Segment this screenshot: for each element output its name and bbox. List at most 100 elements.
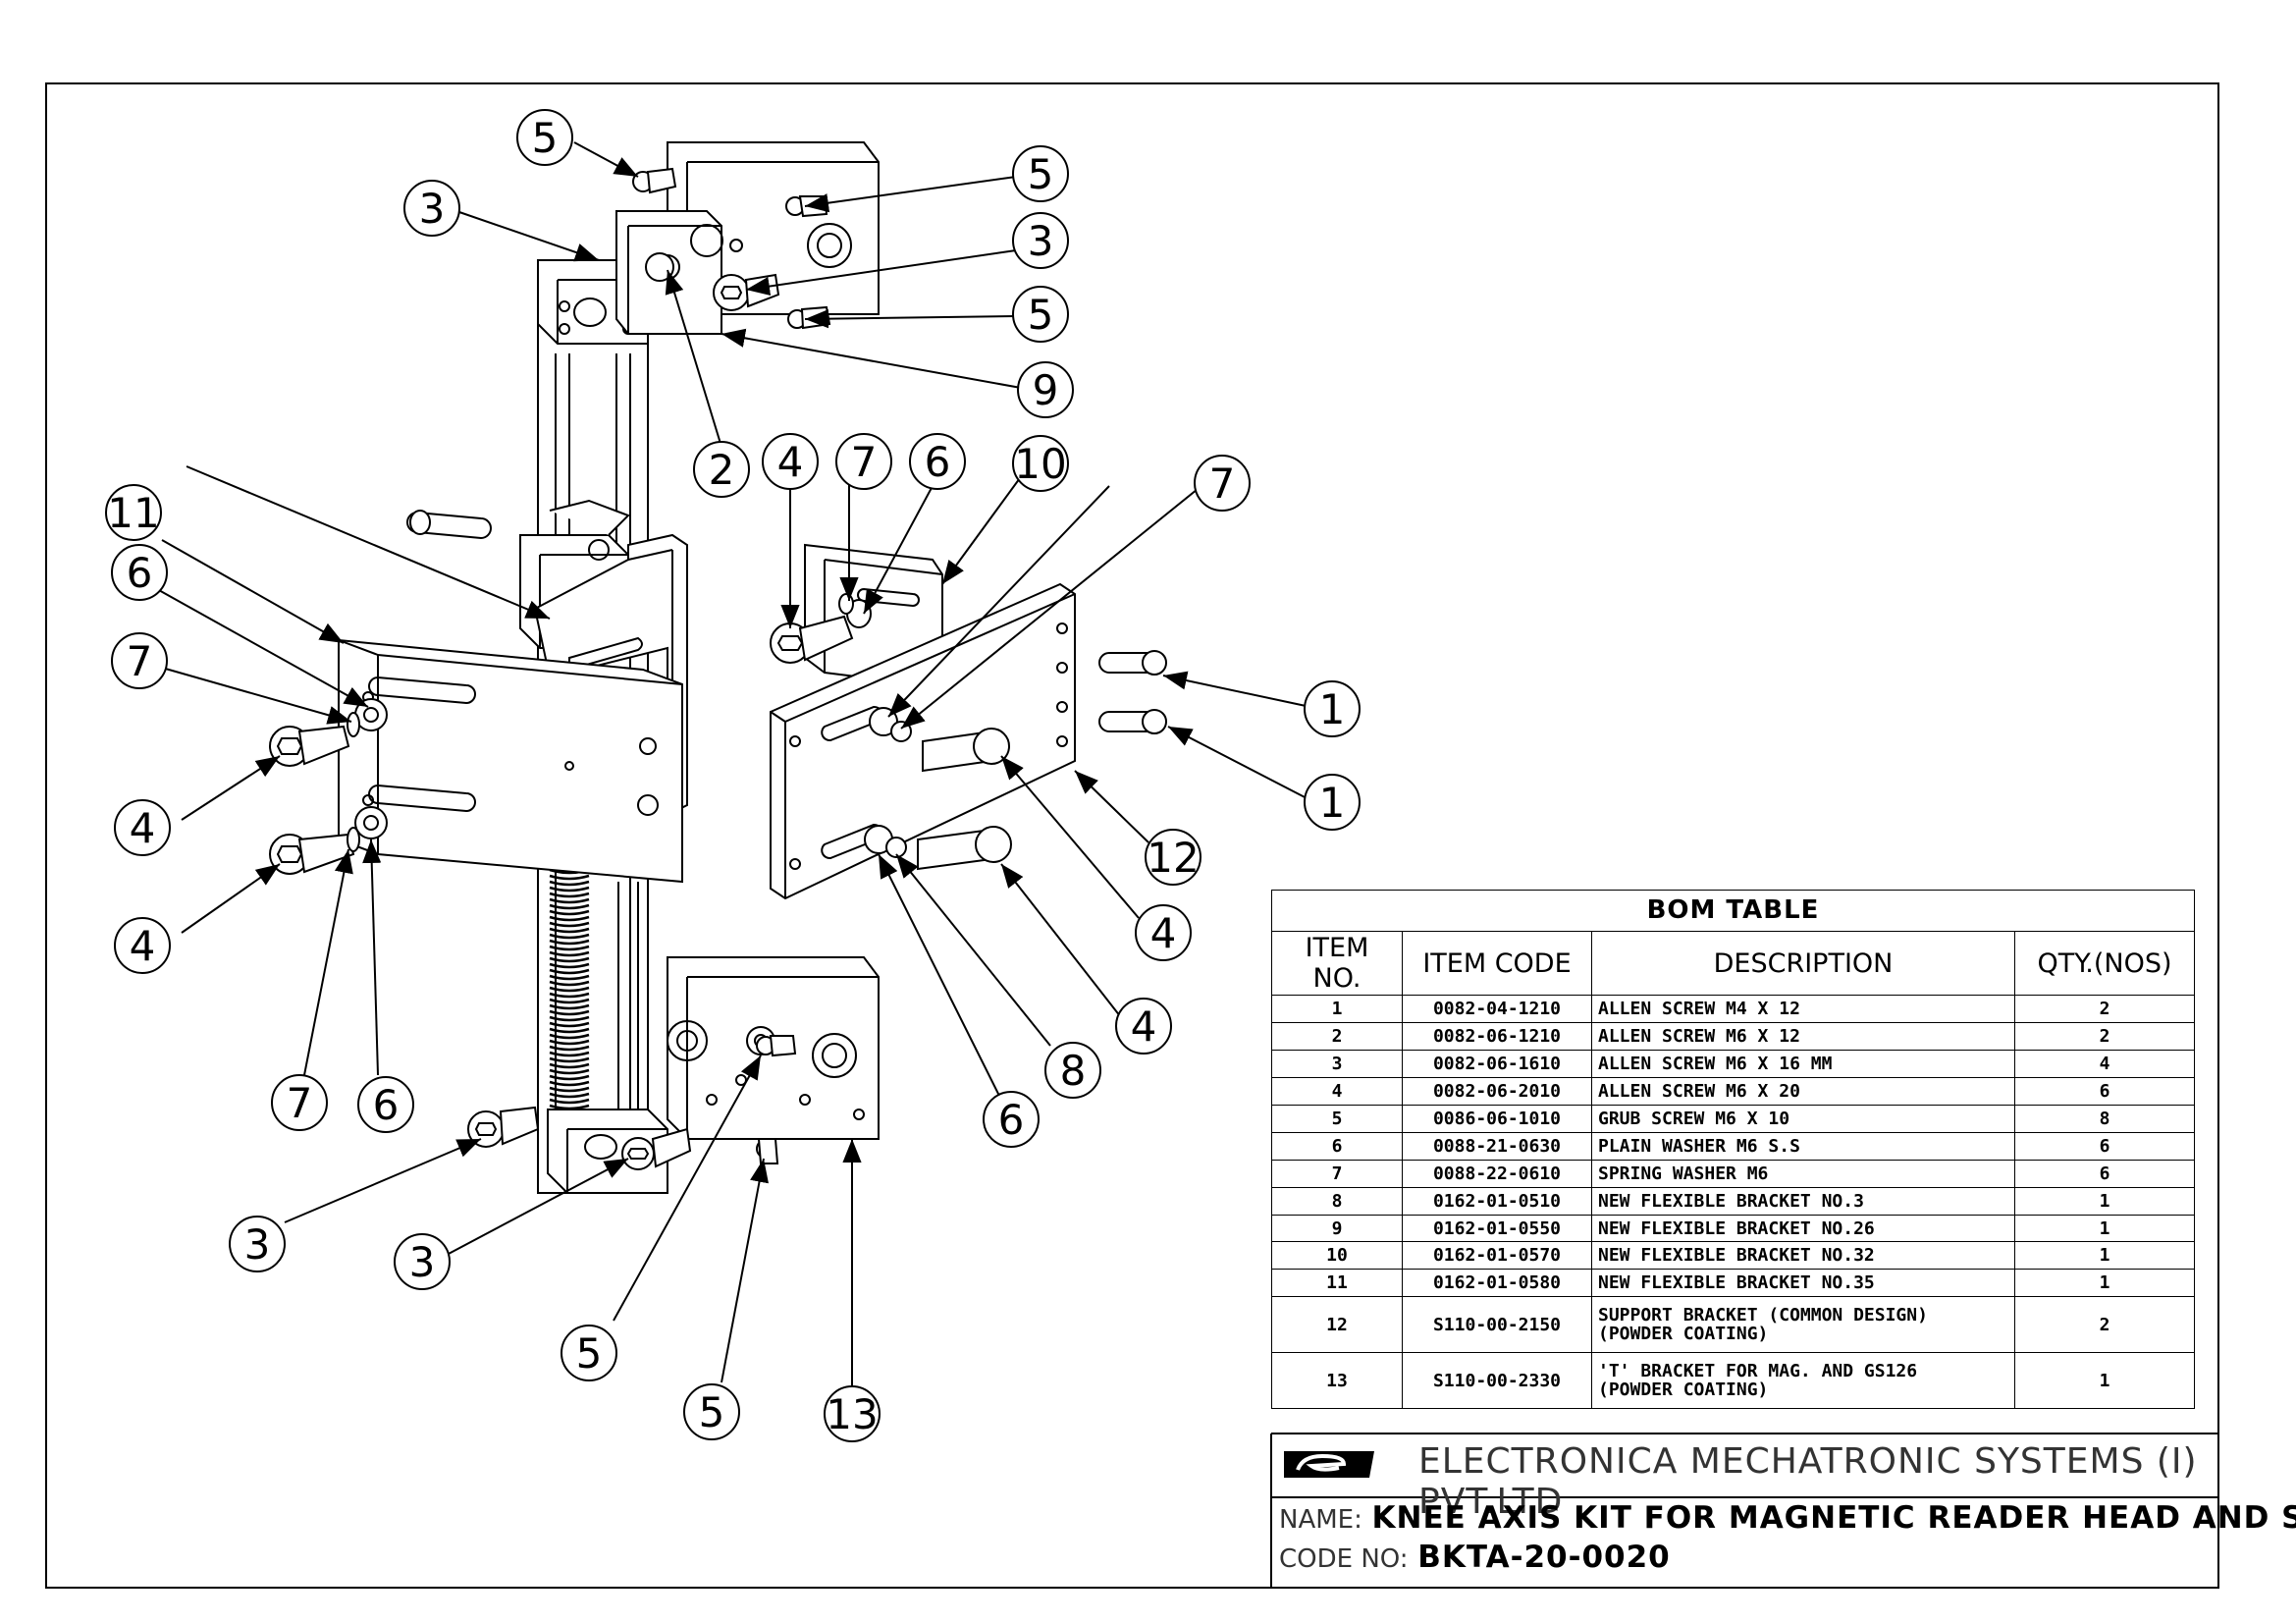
balloon: 13 — [824, 1385, 881, 1442]
svg-text:5: 5 — [576, 1329, 603, 1378]
balloon: 5 — [1012, 286, 1069, 343]
bom-qty: 4 — [2014, 1050, 2195, 1079]
balloon: 4 — [114, 917, 171, 974]
balloon: 6 — [909, 433, 966, 490]
svg-text:8: 8 — [1060, 1047, 1087, 1095]
svg-text:7: 7 — [127, 637, 153, 685]
balloon: 7 — [271, 1074, 328, 1131]
bom-qty: 1 — [2014, 1186, 2195, 1216]
bom-item-code: 0082-04-1210 — [1402, 995, 1592, 1024]
bom-item-code: 0088-22-0610 — [1402, 1159, 1592, 1188]
balloon: 3 — [403, 180, 460, 237]
bom-item-no: 13 — [1271, 1352, 1403, 1409]
bom-item-no: 1 — [1271, 995, 1403, 1024]
bom-description: ALLEN SCREW M6 X 20 — [1591, 1077, 2015, 1107]
balloon: 4 — [1135, 904, 1192, 961]
balloon: 6 — [983, 1091, 1040, 1148]
balloon: 8 — [1044, 1042, 1101, 1099]
balloon: 5 — [561, 1325, 617, 1381]
bom-qty: 6 — [2014, 1159, 2195, 1188]
bom-qty: 2 — [2014, 1296, 2195, 1354]
bom-description: NEW FLEXIBLE BRACKET NO.26 — [1591, 1214, 2015, 1243]
balloon: 7 — [835, 433, 892, 490]
col-description: DESCRIPTION — [1591, 931, 2015, 997]
balloon: 6 — [111, 544, 168, 601]
bom-description: PLAIN WASHER M6 S.S — [1591, 1131, 2015, 1161]
bom-qty: 8 — [2014, 1105, 2195, 1133]
bom-description: ALLEN SCREW M4 X 12 — [1591, 995, 2015, 1024]
bom-item-no: 10 — [1271, 1241, 1403, 1271]
balloon: 1 — [1304, 774, 1361, 831]
bom-item-no: 8 — [1271, 1186, 1403, 1216]
bom-qty: 1 — [2014, 1352, 2195, 1409]
lower-rail-section — [617, 882, 639, 1129]
bom-item-no: 5 — [1271, 1105, 1403, 1133]
balloon: 2 — [693, 441, 750, 498]
bom-item-no: 6 — [1271, 1131, 1403, 1161]
bom-item-no: 11 — [1271, 1269, 1403, 1298]
bracket-10 — [338, 638, 683, 884]
svg-text:12: 12 — [1147, 834, 1199, 882]
company-logo — [1284, 1451, 1374, 1478]
bom-qty: 1 — [2014, 1241, 2195, 1271]
svg-text:4: 4 — [130, 804, 156, 852]
bom-description: NEW FLEXIBLE BRACKET NO.3 — [1591, 1186, 2015, 1216]
code-row: CODE NO: BKTA-20-0020 — [1279, 1540, 1671, 1575]
bom-qty: 6 — [2014, 1077, 2195, 1107]
svg-text:5: 5 — [532, 114, 559, 162]
bom-description: ALLEN SCREW M6 X 16 MM — [1591, 1050, 2015, 1079]
svg-text:5: 5 — [1028, 291, 1054, 339]
svg-text:5: 5 — [1028, 150, 1054, 198]
balloon: 4 — [762, 433, 819, 490]
item-balloons: 1 1 2 3 3 3 3 4 4 4 4 4 5 5 5 5 5 6 6 6 … — [105, 109, 1361, 1442]
bom-description: SPRING WASHER M6 — [1591, 1159, 2015, 1188]
bom-description: SUPPORT BRACKET (COMMON DESIGN)(POWDER C… — [1591, 1296, 2015, 1354]
drawing-code: BKTA-20-0020 — [1417, 1540, 1671, 1575]
svg-text:9: 9 — [1033, 366, 1059, 414]
bom-item-code: 0088-21-0630 — [1402, 1131, 1592, 1161]
bom-description: NEW FLEXIBLE BRACKET NO.32 — [1591, 1241, 2015, 1271]
bom-table: BOM TABLE ITEM NO. ITEM CODE DESCRIPTION… — [1271, 889, 2195, 1409]
svg-text:1: 1 — [1319, 685, 1346, 733]
code-label: CODE NO: — [1279, 1544, 1409, 1574]
svg-text:6: 6 — [127, 549, 153, 597]
svg-text:6: 6 — [998, 1096, 1025, 1144]
bom-item-code: 0082-06-2010 — [1402, 1077, 1592, 1107]
bom-qty: 1 — [2014, 1214, 2195, 1243]
bom-qty: 2 — [2014, 995, 2195, 1024]
balloon: 11 — [105, 484, 162, 541]
svg-text:3: 3 — [244, 1220, 271, 1269]
svg-text:7: 7 — [851, 438, 878, 486]
balloon: 4 — [1115, 998, 1172, 1055]
balloon: 5 — [1012, 145, 1069, 202]
drawing-name: KNEE AXIS KIT FOR MAGNETIC READER HEAD A… — [1371, 1500, 2296, 1536]
bom-item-code: 0162-01-0570 — [1402, 1241, 1592, 1271]
svg-text:4: 4 — [130, 922, 156, 970]
balloon: 12 — [1145, 829, 1201, 886]
col-qty: QTY.(NOS) — [2014, 931, 2195, 997]
bom-item-no: 2 — [1271, 1022, 1403, 1052]
svg-text:13: 13 — [826, 1390, 878, 1438]
title-block: ELECTRONICA MECHATRONIC SYSTEMS (I) PVT.… — [1271, 1434, 2296, 1596]
bom-item-code: 0162-01-0550 — [1402, 1214, 1592, 1243]
svg-text:10: 10 — [1014, 440, 1066, 488]
name-label: NAME: — [1279, 1505, 1362, 1535]
svg-text:5: 5 — [699, 1388, 725, 1436]
bom-description: ALLEN SCREW M6 X 12 — [1591, 1022, 2015, 1052]
bom-item-no: 7 — [1271, 1159, 1403, 1188]
col-item-no: ITEM NO. — [1271, 931, 1403, 997]
bom-qty: 6 — [2014, 1131, 2195, 1161]
bom-item-code: 0082-06-1610 — [1402, 1050, 1592, 1079]
svg-text:3: 3 — [419, 185, 446, 233]
balloon: 7 — [111, 632, 168, 689]
bom-qty: 1 — [2014, 1269, 2195, 1298]
